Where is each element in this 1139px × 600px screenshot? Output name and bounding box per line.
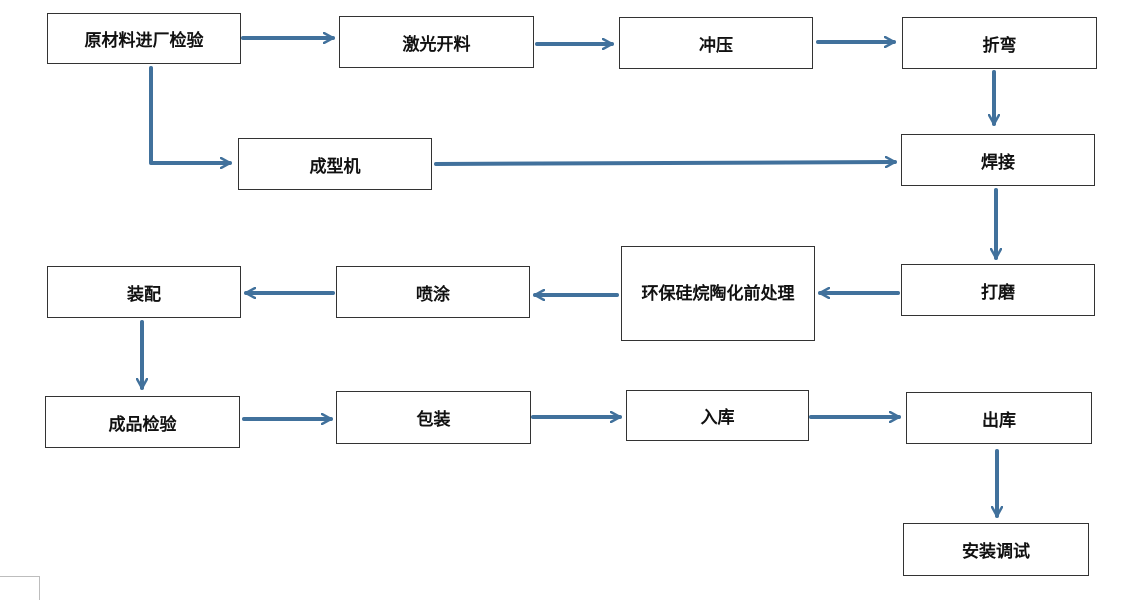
step-label: 折弯 [982, 35, 1017, 56]
page-corner-mark [0, 576, 40, 600]
step-forming-machine: 成型机 [238, 138, 432, 190]
step-label: 成型机 [309, 156, 361, 177]
step-installation-commissioning: 安装调试 [903, 523, 1089, 576]
step-label: 环保硅烷陶化前处理 [641, 283, 795, 304]
step-assembly: 装配 [47, 266, 241, 318]
step-label: 包装 [416, 410, 451, 430]
step-label: 安装调试 [962, 542, 1030, 562]
step-label: 原材料进厂检验 [84, 31, 204, 51]
step-raw-material-inspection: 原材料进厂检验 [47, 13, 241, 64]
arrow-raw-to-forming [149, 66, 232, 163]
step-shipping: 出库 [906, 392, 1092, 444]
step-label: 打磨 [981, 282, 1015, 303]
step-final-inspection: 成品检验 [45, 396, 240, 448]
step-bending: 折弯 [902, 17, 1097, 69]
step-label: 出库 [982, 410, 1016, 431]
step-welding: 焊接 [901, 134, 1095, 186]
step-label: 冲压 [699, 35, 733, 56]
step-label: 入库 [700, 408, 735, 428]
arrow-forming-to-welding [434, 162, 897, 164]
step-label: 成品检验 [108, 414, 177, 435]
step-label: 激光开料 [402, 34, 471, 55]
step-warehousing: 入库 [626, 390, 809, 441]
step-spraying: 喷涂 [336, 266, 530, 318]
step-grinding: 打磨 [901, 264, 1095, 316]
step-label: 喷涂 [416, 284, 450, 305]
step-packaging: 包装 [336, 391, 531, 444]
step-label: 焊接 [981, 152, 1015, 173]
step-label: 装配 [127, 284, 161, 305]
step-stamping: 冲压 [619, 17, 813, 69]
step-laser-cutting: 激光开料 [339, 16, 534, 68]
step-silane-pretreatment: 环保硅烷陶化前处理 [621, 246, 815, 341]
